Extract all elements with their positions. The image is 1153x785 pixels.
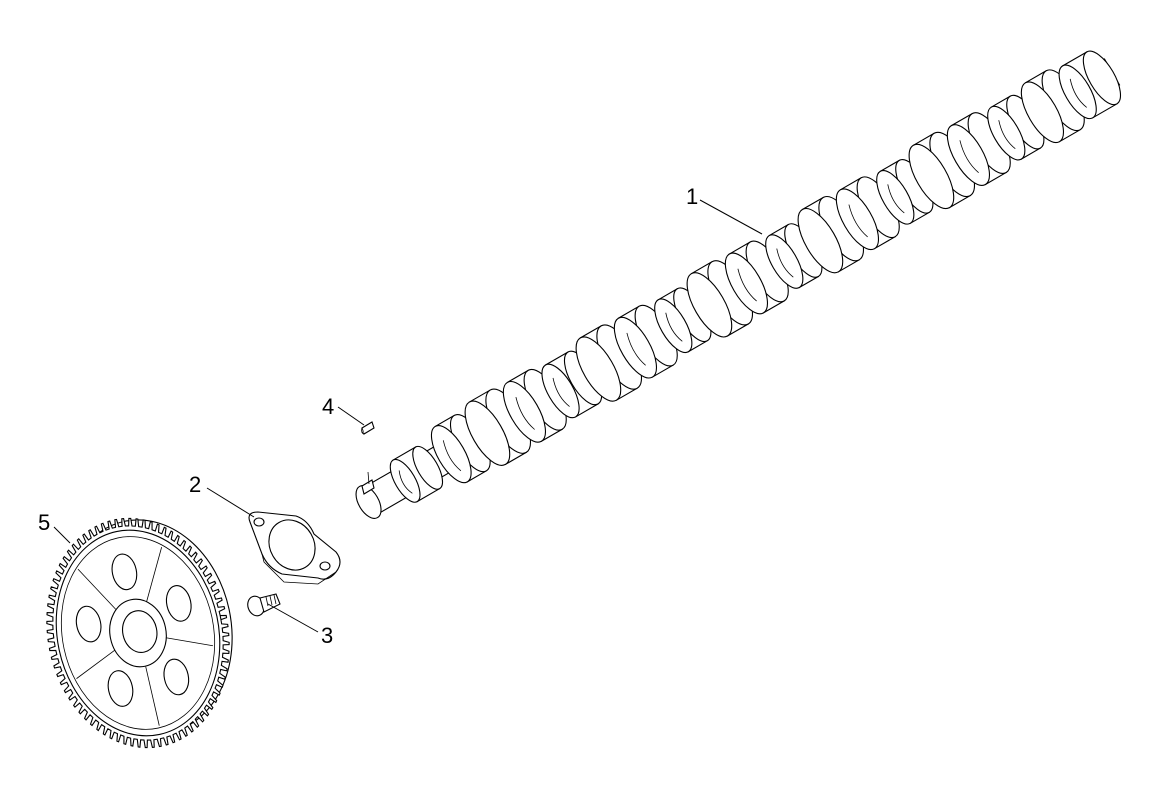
cam-lobe: [575, 324, 643, 402]
callout-4: 4: [322, 394, 334, 419]
gear-holes: [75, 553, 192, 707]
callout-2: 2: [189, 472, 201, 497]
cam-lobe: [908, 131, 976, 210]
cam-lobe: [797, 196, 865, 274]
cam-lobe: [946, 112, 1011, 186]
cam-lobe: [541, 350, 603, 419]
cam-lobe: [430, 414, 491, 484]
woodruff-key: [361, 421, 375, 435]
leader-lines: [53, 199, 763, 633]
cam-lobe: [724, 240, 789, 315]
callout-5: 5: [38, 510, 50, 535]
gear-bore: [122, 610, 158, 653]
thrust-plate: [248, 511, 341, 585]
cam-lobe: [686, 260, 754, 338]
cam-lobe: [765, 223, 823, 289]
bolt: [247, 593, 281, 617]
cam-lobe: [389, 445, 444, 503]
cam-lobe: [1020, 69, 1085, 144]
cam-lobe: [835, 176, 900, 251]
cam-lobe: [654, 287, 712, 354]
callout-3: 3: [321, 623, 333, 648]
camshaft-nose: [355, 485, 382, 519]
gear-spokes: [76, 547, 213, 726]
cam-lobe: [876, 159, 934, 225]
cam-lobe: [1058, 50, 1122, 120]
cam-lobe: [502, 368, 567, 443]
camshaft-gear: [46, 517, 233, 749]
cam-lobe: [613, 304, 678, 379]
callout-1: 1: [686, 184, 698, 209]
camshaft: [355, 50, 1122, 519]
cam-lobe: [464, 388, 532, 466]
